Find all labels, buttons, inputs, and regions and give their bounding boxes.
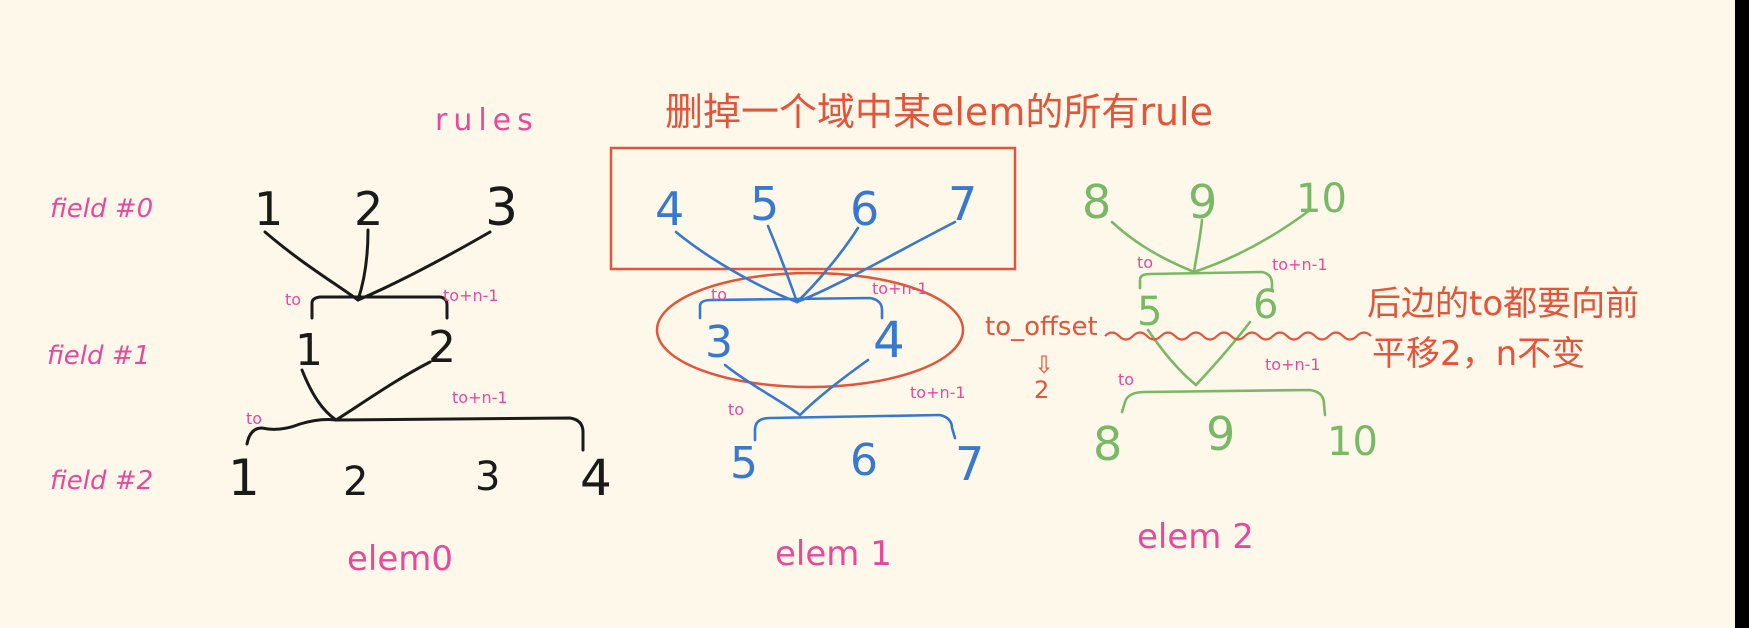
elem1-node: 7: [948, 177, 977, 231]
rules-label: rules: [435, 103, 539, 138]
elem1-connectors: [674, 220, 957, 442]
right-frame-bar: [1735, 0, 1749, 628]
elem2-edge: [1146, 328, 1198, 387]
elem0-to-label: to: [285, 290, 301, 309]
elem1-to-label: to: [728, 400, 744, 419]
elem0-to-label: to: [246, 409, 262, 428]
elem0-node: 3: [475, 454, 500, 500]
elem1-node: 6: [850, 182, 879, 236]
elem2-node: 8: [1082, 175, 1111, 229]
shift-note: 后边的to都要向前 平移2，n不变: [1367, 284, 1639, 374]
elem2-to-end-label: to+n-1: [1272, 255, 1328, 274]
elem1-node: 7: [955, 437, 984, 491]
elem0-bracket: [310, 295, 449, 320]
field-label-0: field #0: [50, 194, 153, 224]
wavy-separator: [1104, 331, 1372, 341]
elem2-node: 9: [1206, 407, 1235, 461]
elem0-bracket: [245, 416, 585, 452]
elem0-to-end-label: to+n-1: [452, 388, 508, 407]
elem2-node: 9: [1188, 175, 1217, 229]
elem2-edge: [1192, 218, 1204, 274]
elem2-node: 10: [1296, 176, 1347, 222]
elem1-node: 3: [705, 317, 733, 368]
elem1-node: 6: [850, 435, 878, 486]
elem1-to-end-label: to+n-1: [872, 279, 928, 298]
elem1-edge: [674, 230, 799, 304]
elem2-to-label: to: [1118, 370, 1134, 389]
elem0-node: 1: [254, 182, 283, 236]
elem0-edge: [334, 360, 432, 422]
elem0-node: 1: [228, 449, 260, 507]
elem0-to-end-label: to+n-1: [443, 286, 499, 305]
elem1-edge: [795, 226, 860, 304]
to-offset-label: to_offset: [985, 312, 1098, 342]
down-arrow-icon: ⇩: [1034, 351, 1054, 379]
elem0-node: 3: [485, 178, 518, 238]
elem1-to-label: to: [711, 285, 727, 304]
elem2-node: 10: [1327, 419, 1378, 465]
diagram-title: 删掉一个域中某elem的所有rule: [665, 90, 1213, 134]
elem2-node: 6: [1253, 282, 1278, 328]
elem2-bracket: [1120, 388, 1327, 417]
elem2-edge: [1194, 320, 1252, 387]
elem2-to-end-label: to+n-1: [1265, 355, 1321, 374]
elem0-node: 2: [354, 182, 383, 236]
elem1-tree: to to+n-1 to to+n-1 4 5 6 7 3 4 5 6 7 el…: [609, 146, 1017, 574]
elem2-tree: to to+n-1 to to+n-1 8 9 10 5 6 8 9 10 el…: [1082, 175, 1378, 557]
elem0-edge: [263, 230, 360, 302]
elem1-bracket: [753, 413, 957, 442]
elem2-node: 5: [1137, 289, 1162, 335]
elem0-edge: [356, 230, 492, 302]
elem0-name: elem0: [347, 539, 453, 579]
elem1-edge: [798, 358, 870, 417]
elem1-edge: [795, 220, 957, 304]
elem2-edge: [1192, 208, 1312, 274]
elem0-node: 2: [428, 322, 456, 373]
elem1-node: 4: [655, 182, 684, 236]
deleted-rules-box: [609, 146, 1017, 271]
elem1-node: 4: [873, 311, 905, 369]
elem1-node: 5: [750, 177, 779, 231]
elem2-to-label: to: [1137, 253, 1153, 272]
field-label-2: field #2: [50, 466, 153, 496]
elem2-node: 8: [1093, 417, 1122, 471]
elem1-name: elem 1: [775, 534, 892, 574]
elem1-to-end-label: to+n-1: [910, 383, 966, 402]
elem2-connectors: [1110, 208, 1327, 417]
elem0-tree: to to+n-1 to to+n-1 1 2 3 1 2 1 2 3 4 el…: [228, 178, 612, 579]
elem1-bracket: [698, 296, 884, 320]
elem0-node: 4: [580, 449, 612, 507]
elem2-name: elem 2: [1137, 517, 1254, 557]
to-offset-annotation: to_offset ⇩ 2: [985, 312, 1098, 404]
elem0-edge: [300, 368, 338, 422]
elem1-edge: [766, 224, 799, 304]
shift-note-line-1: 后边的to都要向前: [1367, 284, 1639, 324]
shift-note-line-2: 平移2，n不变: [1372, 334, 1585, 374]
elem2-edge: [1110, 220, 1196, 274]
elem0-edge: [356, 228, 370, 302]
elem2-bracket: [1138, 270, 1274, 292]
elem0-node: 2: [343, 459, 368, 505]
elem1-edge: [723, 363, 802, 417]
field-label-1: field #1: [47, 341, 150, 371]
deleted-rules-ellipse: [655, 271, 965, 389]
offset-value: 2: [1034, 376, 1049, 404]
elem0-node: 1: [295, 325, 323, 376]
elem0-connectors: [245, 228, 585, 452]
elem1-node: 5: [730, 438, 758, 489]
